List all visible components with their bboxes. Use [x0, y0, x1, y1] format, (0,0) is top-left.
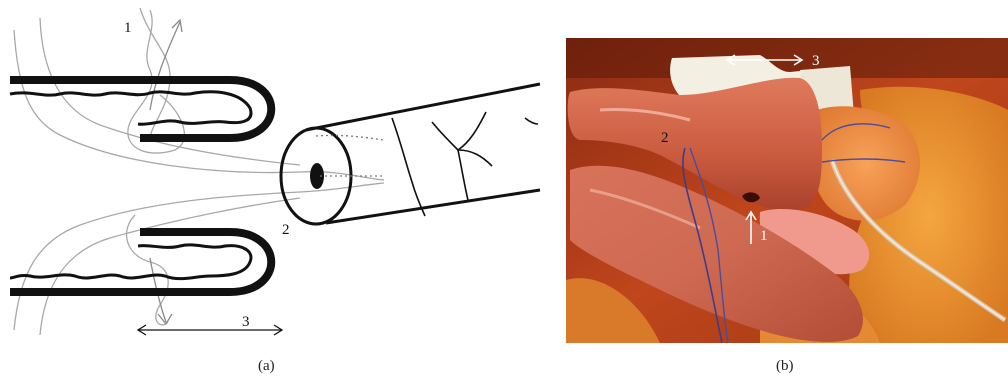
label-3: 3 — [812, 53, 820, 69]
label-1: 1 — [124, 20, 132, 36]
label-3: 3 — [242, 314, 250, 330]
label-2: 2 — [282, 222, 290, 238]
label-2: 2 — [661, 130, 669, 146]
stump-upper-edge — [306, 84, 540, 130]
schematic-diagram: 1 2 3 — [0, 0, 560, 383]
suture-thread — [40, 198, 300, 335]
upper-bowel-wall — [10, 80, 271, 138]
duct-dotted-line — [316, 135, 384, 140]
lower-bowel-wall — [10, 232, 271, 292]
caption-b: (b) — [776, 358, 794, 375]
suture-thread — [14, 183, 384, 330]
schematic-diagram-panel: 1 2 3 — [0, 0, 560, 383]
needle-path-upper — [150, 22, 180, 110]
label-1: 1 — [760, 228, 768, 244]
surgical-photo: 3 1 2 — [562, 0, 1008, 383]
upper-mucosa-line — [10, 92, 251, 124]
surgical-photo-panel: 3 1 2 — [562, 0, 1008, 383]
lower-mucosa-line — [10, 245, 251, 279]
caption-a: (a) — [258, 358, 275, 375]
stump-lower-edge — [326, 190, 540, 223]
pancreatic-stump — [281, 84, 540, 224]
suture-threads — [14, 8, 384, 335]
